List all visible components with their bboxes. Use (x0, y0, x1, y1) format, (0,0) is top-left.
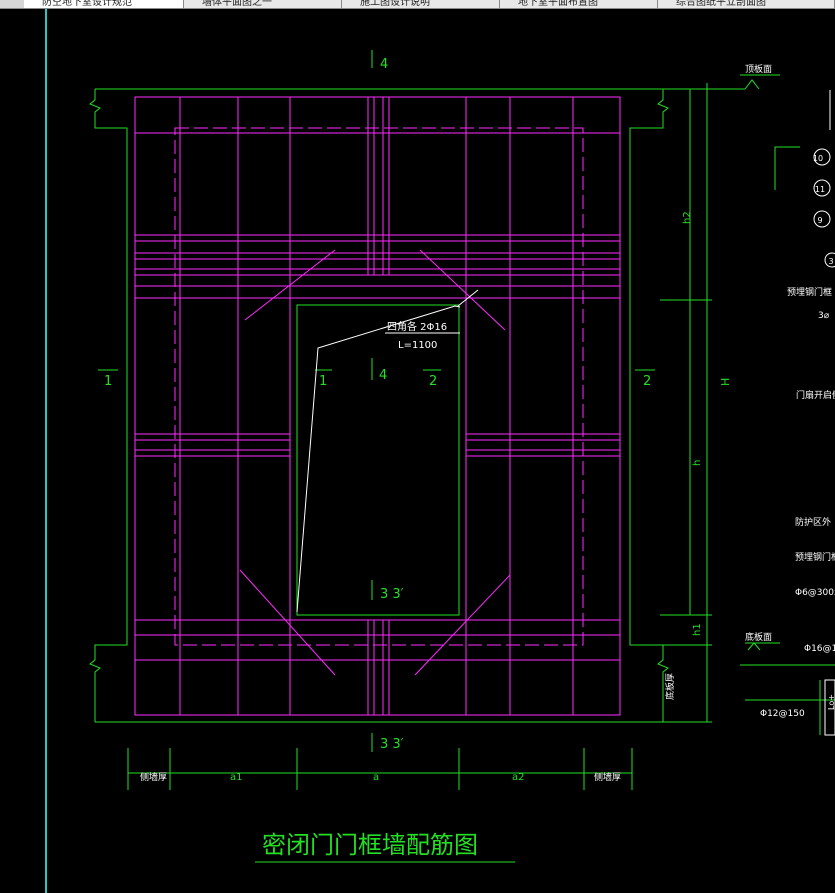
level-bottom: 底板面 (745, 631, 772, 643)
dim-H: H (719, 378, 732, 386)
rebar-note-1: 四角各 2Φ16 (387, 320, 447, 333)
note-embed-frame-1: 预埋钢门框 (787, 286, 832, 298)
dim-wall-left: 侧墙厚 (140, 771, 167, 783)
drawing-title: 密闭门门框墙配筋图 (262, 831, 478, 859)
note-protect-zone: 防护区外 (795, 516, 831, 528)
circle-label-10: 10 (813, 154, 823, 163)
document-tab-bar: 防空地下室设计规范 墙体平面图之一 施工图设计说明 地下室平面布置图 综合图纸平… (0, 0, 835, 9)
section-label-center-2: 2 (429, 374, 437, 389)
right-edge-detail (824, 90, 835, 736)
tab-3[interactable]: 施工图设计说明 (342, 0, 500, 8)
section-label-top: 4 (380, 57, 388, 72)
dim-h2: h2 (682, 211, 693, 224)
circle-label-3: 3 (828, 257, 833, 266)
note-embed-frame-2: 预埋钢门框 (795, 551, 835, 563)
section-label-bottom-outer: 3 3′ (380, 737, 404, 752)
inner-dashed-outline (174, 127, 584, 646)
detail-circles (813, 148, 835, 268)
circle-label-11: 11 (815, 185, 825, 194)
note-rebar-a: Φ6@300x (795, 588, 835, 598)
drawing-area-border (45, 9, 47, 893)
dim-h1: h1 (692, 623, 703, 636)
note-rebar-c: Φ12@150 (760, 709, 805, 719)
tab-4[interactable]: 地下室平面布置图 (500, 0, 658, 8)
note-lo: Lo+ (827, 694, 835, 710)
note-door-side: 门扇开启侧 (796, 389, 835, 401)
rebar-grid (134, 96, 621, 716)
section-label-bottom-inner: 3 3′ (380, 587, 404, 602)
level-top: 顶板面 (745, 63, 772, 75)
section-label-center-1: 1 (319, 374, 327, 389)
dim-wall-right: 侧墙厚 (594, 771, 621, 783)
dim-floor-thick: 底板厚 (664, 673, 676, 700)
tab-1[interactable]: 防空地下室设计规范 (24, 0, 184, 8)
door-opening (296, 304, 460, 616)
dim-a2: a2 (512, 772, 525, 783)
rebar-note-2: L=1100 (398, 340, 437, 351)
dim-h: h (692, 460, 703, 466)
section-label-right: 2 (643, 374, 651, 389)
note-3a: 3⌀ (818, 311, 830, 321)
note-rebar-b: Φ16@15 (804, 644, 835, 654)
section-label-center-4: 4 (379, 368, 387, 383)
wall-outline (134, 96, 621, 716)
circle-label-9: 9 (817, 216, 822, 225)
dim-a1: a1 (230, 772, 243, 783)
tab-2[interactable]: 墙体平面图之一 (184, 0, 342, 8)
rebar-leader (296, 289, 479, 613)
structure-outlines (89, 50, 835, 863)
section-label-left: 1 (104, 374, 112, 389)
dim-a: a (373, 772, 379, 783)
